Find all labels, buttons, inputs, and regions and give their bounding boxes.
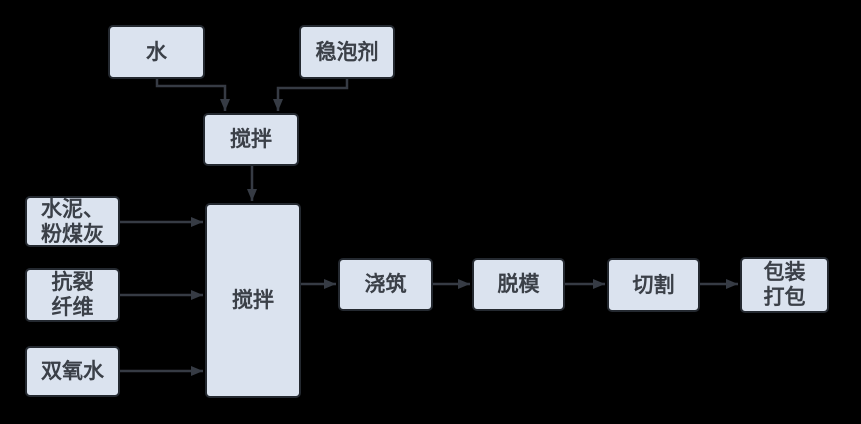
node-main-mix: 搅拌 (205, 203, 301, 398)
node-cutting: 切割 (607, 258, 700, 312)
node-packing: 包装 打包 (740, 257, 829, 313)
node-foam-stabilizer: 稳泡剂 (299, 25, 395, 79)
node-anticrack-fiber: 抗裂 纤维 (25, 268, 120, 322)
node-premix: 搅拌 (203, 113, 299, 166)
node-hydrogen-peroxide: 双氧水 (25, 346, 120, 397)
node-cement-flyash: 水泥、 粉煤灰 (25, 196, 120, 247)
node-pouring: 浇筑 (338, 258, 433, 311)
node-water: 水 (108, 25, 205, 79)
node-demolding: 脱模 (472, 258, 565, 311)
edge-water-to-premix-arrow (155, 79, 230, 111)
edge-foam-stabilizer-to-premix-arrow (273, 79, 349, 111)
